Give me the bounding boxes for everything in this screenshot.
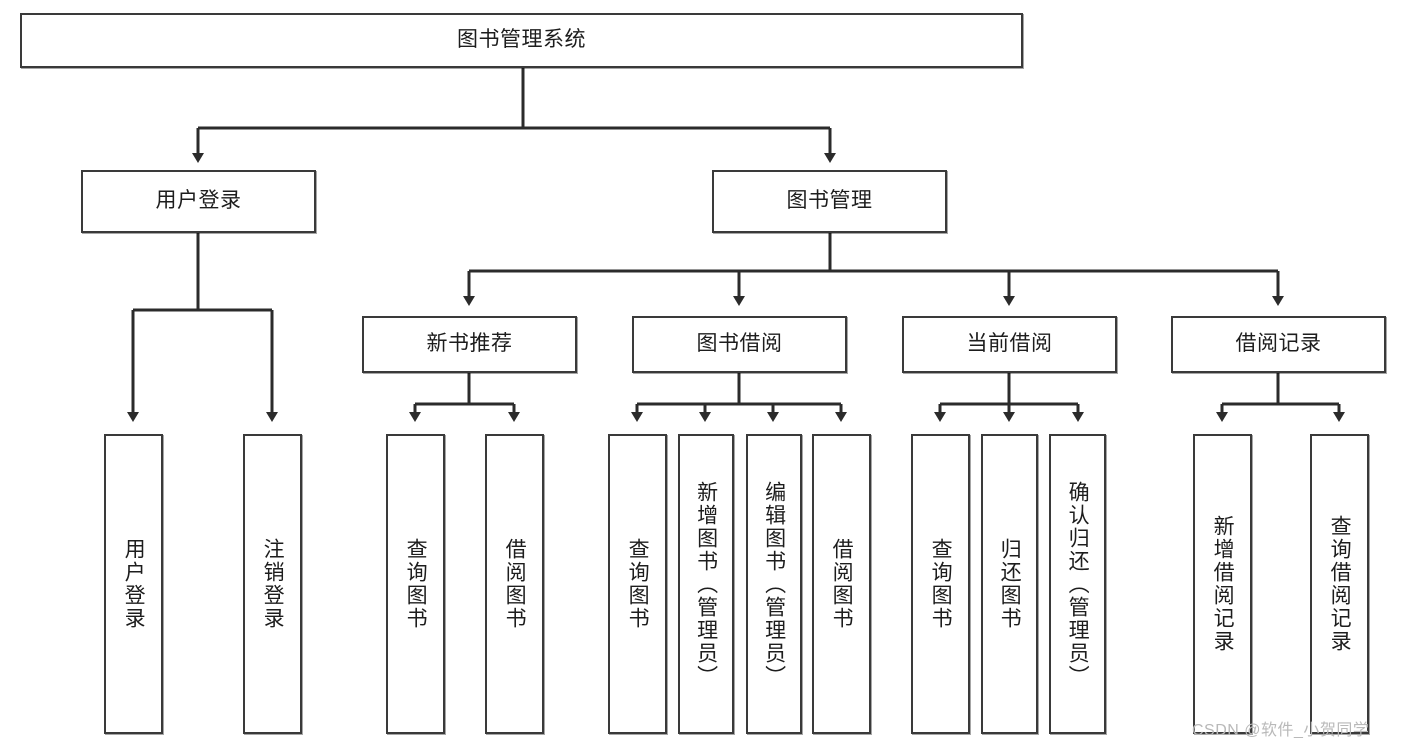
- leaf-new-book-query[interactable]: 查询图书: [386, 434, 445, 734]
- node-root-label: 图书管理系统: [457, 28, 586, 52]
- leaf-book-borrow-query-label: 查询图书: [626, 538, 650, 630]
- leaf-book-borrow-add-label: 新增图书（管理员）: [694, 480, 718, 688]
- leaf-current-borrow-return[interactable]: 归还图书: [981, 434, 1038, 734]
- node-root[interactable]: 图书管理系统: [20, 13, 1023, 68]
- leaf-new-book-borrow[interactable]: 借阅图书: [485, 434, 544, 734]
- node-new-book-recommend-label: 新书推荐: [426, 332, 513, 356]
- leaf-book-borrow-borrow[interactable]: 借阅图书: [812, 434, 871, 734]
- leaf-user-login-signin[interactable]: 用户登录: [104, 434, 163, 734]
- leaf-book-borrow-edit-label: 编辑图书（管理员）: [762, 480, 786, 688]
- node-current-borrow-label: 当前借阅: [966, 332, 1053, 356]
- leaf-borrow-record-add-label: 新增借阅记录: [1211, 515, 1235, 653]
- node-user-login-label: 用户登录: [155, 189, 242, 213]
- leaf-borrow-record-query-label: 查询借阅记录: [1328, 515, 1352, 653]
- leaf-user-login-signout-label: 注销登录: [261, 538, 285, 630]
- leaf-current-borrow-return-label: 归还图书: [998, 538, 1022, 630]
- leaf-book-borrow-add[interactable]: 新增图书（管理员）: [678, 434, 734, 734]
- leaf-book-borrow-edit[interactable]: 编辑图书（管理员）: [746, 434, 802, 734]
- leaf-user-login-signin-label: 用户登录: [122, 538, 146, 630]
- leaf-current-borrow-query[interactable]: 查询图书: [911, 434, 970, 734]
- leaf-book-borrow-borrow-label: 借阅图书: [830, 538, 854, 630]
- node-book-management-label: 图书管理: [786, 189, 873, 213]
- watermark-text: CSDN @软件_小贺同学: [1192, 722, 1370, 739]
- leaf-book-borrow-query[interactable]: 查询图书: [608, 434, 667, 734]
- leaf-borrow-record-add[interactable]: 新增借阅记录: [1193, 434, 1252, 734]
- node-book-borrow-label: 图书借阅: [696, 332, 783, 356]
- leaf-current-borrow-query-label: 查询图书: [929, 538, 953, 630]
- node-book-borrow[interactable]: 图书借阅: [632, 316, 847, 373]
- node-borrow-record[interactable]: 借阅记录: [1171, 316, 1386, 373]
- node-new-book-recommend[interactable]: 新书推荐: [362, 316, 577, 373]
- node-book-management[interactable]: 图书管理: [712, 170, 947, 233]
- node-user-login[interactable]: 用户登录: [81, 170, 316, 233]
- leaf-borrow-record-query[interactable]: 查询借阅记录: [1310, 434, 1369, 734]
- leaf-new-book-borrow-label: 借阅图书: [503, 538, 527, 630]
- leaf-user-login-signout[interactable]: 注销登录: [243, 434, 302, 734]
- leaf-current-borrow-confirm[interactable]: 确认归还（管理员）: [1049, 434, 1106, 734]
- node-current-borrow[interactable]: 当前借阅: [902, 316, 1117, 373]
- leaf-new-book-query-label: 查询图书: [404, 538, 428, 630]
- watermark: CSDN @软件_小贺同学: [1192, 716, 1369, 740]
- node-borrow-record-label: 借阅记录: [1235, 332, 1322, 356]
- leaf-current-borrow-confirm-label: 确认归还（管理员）: [1066, 480, 1090, 688]
